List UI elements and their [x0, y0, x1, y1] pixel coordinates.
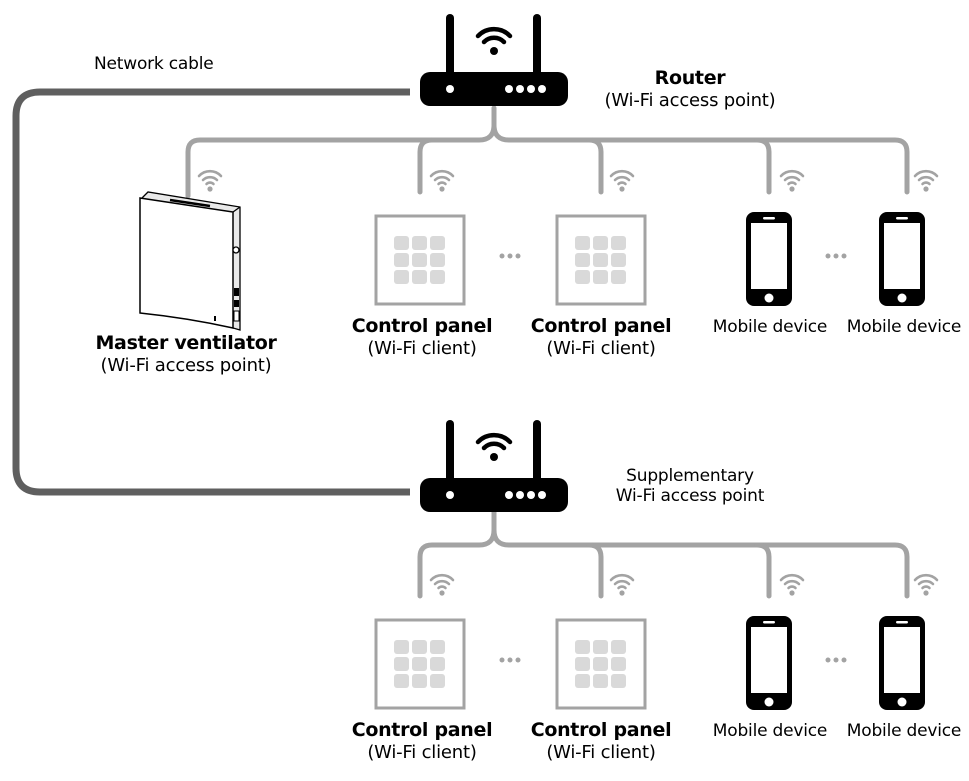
- device-role: (Wi-Fi client): [367, 337, 477, 359]
- master-ventilator-label: Master ventilator (Wi-Fi access point): [86, 332, 286, 376]
- ellipsis-icon: [499, 657, 521, 663]
- wifi-icon: [429, 573, 455, 597]
- bottom-mobile-device-1-label: Mobile device: [700, 721, 840, 741]
- device-name: Control panel: [530, 315, 672, 337]
- device-name: Mobile device: [846, 317, 962, 337]
- router-label: Router (Wi-Fi access point): [590, 67, 790, 111]
- top-mobile-device-1-label: Mobile device: [700, 317, 840, 337]
- top-control-panel-2-label: Control panel (Wi-Fi client): [521, 315, 681, 359]
- wifi-icon: [609, 169, 635, 193]
- wifi-icon: [197, 169, 223, 193]
- control-panel-icon: [374, 618, 466, 710]
- router-name: Router: [654, 67, 726, 89]
- bottom-control-panel-2-label: Control panel (Wi-Fi client): [521, 719, 681, 763]
- master-ventilator-name: Master ventilator: [95, 332, 277, 354]
- device-role: (Wi-Fi client): [546, 337, 656, 359]
- ellipsis-icon: [825, 657, 847, 663]
- wifi-icon: [779, 169, 805, 193]
- network-cable-label: Network cable: [94, 54, 214, 74]
- supplementary-ap-name-line2: Wi-Fi access point: [615, 486, 765, 507]
- router-role: (Wi-Fi access point): [604, 89, 776, 111]
- control-panel-icon: [374, 214, 466, 306]
- router-icon: [420, 14, 568, 106]
- device-name: Control panel: [530, 719, 672, 741]
- ventilator-icon: [139, 191, 241, 331]
- network-cable-text: Network cable: [94, 54, 214, 74]
- wifi-icon: [429, 169, 455, 193]
- network-cable: [12, 88, 410, 496]
- control-panel-icon: [555, 618, 647, 710]
- device-name: Mobile device: [712, 721, 828, 741]
- supplementary-ap-icon: [420, 420, 568, 512]
- top-wifi-links: [185, 105, 910, 199]
- bottom-wifi-links: [417, 509, 910, 599]
- bottom-mobile-device-2-label: Mobile device: [834, 721, 969, 741]
- top-control-panel-1-label: Control panel (Wi-Fi client): [342, 315, 502, 359]
- top-mobile-device-2-label: Mobile device: [834, 317, 969, 337]
- wifi-icon: [609, 573, 635, 597]
- device-name: Control panel: [351, 719, 493, 741]
- supplementary-ap-label: Supplementary Wi-Fi access point: [590, 466, 790, 507]
- mobile-device-icon: [746, 212, 792, 306]
- mobile-device-icon: [879, 212, 925, 306]
- mobile-device-icon: [746, 616, 792, 710]
- device-role: (Wi-Fi client): [546, 741, 656, 763]
- ellipsis-icon: [499, 253, 521, 259]
- supplementary-ap-name-line1: Supplementary: [626, 466, 754, 486]
- wifi-icon: [913, 169, 939, 193]
- wifi-icon: [779, 573, 805, 597]
- master-ventilator-role: (Wi-Fi access point): [100, 354, 272, 376]
- wifi-icon: [913, 573, 939, 597]
- control-panel-icon: [555, 214, 647, 306]
- device-name: Mobile device: [846, 721, 962, 741]
- bottom-control-panel-1-label: Control panel (Wi-Fi client): [342, 719, 502, 763]
- device-name: Control panel: [351, 315, 493, 337]
- ellipsis-icon: [825, 253, 847, 259]
- device-name: Mobile device: [712, 317, 828, 337]
- mobile-device-icon: [879, 616, 925, 710]
- device-role: (Wi-Fi client): [367, 741, 477, 763]
